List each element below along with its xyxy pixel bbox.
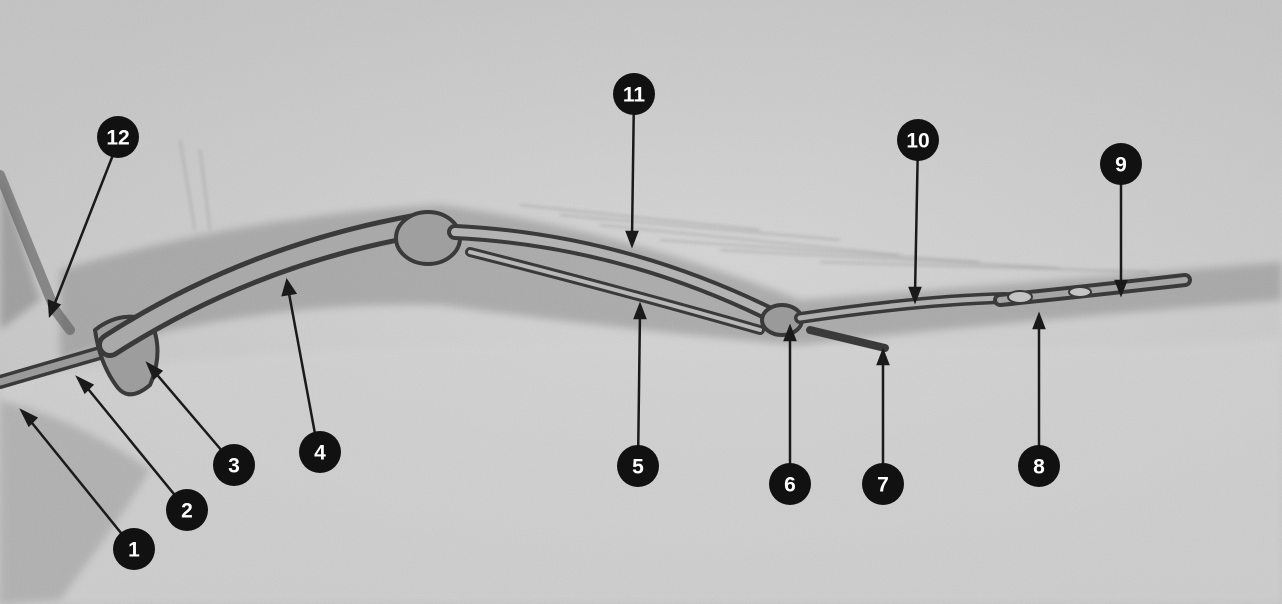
callout-1-number: 1 [128, 539, 140, 562]
callout-8-number: 8 [1033, 456, 1045, 479]
callout-9: 9 [1100, 143, 1142, 185]
callout-11-number: 11 [623, 84, 646, 107]
callout-6-number: 6 [784, 474, 796, 497]
callout-7-number: 7 [877, 474, 889, 497]
callout-5: 5 [617, 445, 659, 487]
callout-3: 3 [213, 444, 255, 486]
callout-10: 10 [897, 119, 939, 161]
callout-4-number: 4 [314, 442, 326, 465]
callout-4: 4 [299, 431, 341, 473]
callout-11: 11 [613, 73, 655, 115]
callout-5-number: 5 [632, 456, 644, 479]
callout-12: 12 [97, 116, 139, 158]
callout-10-number: 10 [906, 130, 929, 153]
callout-2-number: 2 [181, 500, 193, 523]
callout-8: 8 [1018, 445, 1060, 487]
callout-2: 2 [166, 489, 208, 531]
callout-12-number: 12 [106, 127, 129, 150]
callout-1: 1 [113, 528, 155, 570]
callout-7: 7 [862, 463, 904, 505]
callout-3-number: 3 [228, 455, 240, 478]
callout-9-number: 9 [1115, 154, 1127, 177]
callout-6: 6 [769, 463, 811, 505]
